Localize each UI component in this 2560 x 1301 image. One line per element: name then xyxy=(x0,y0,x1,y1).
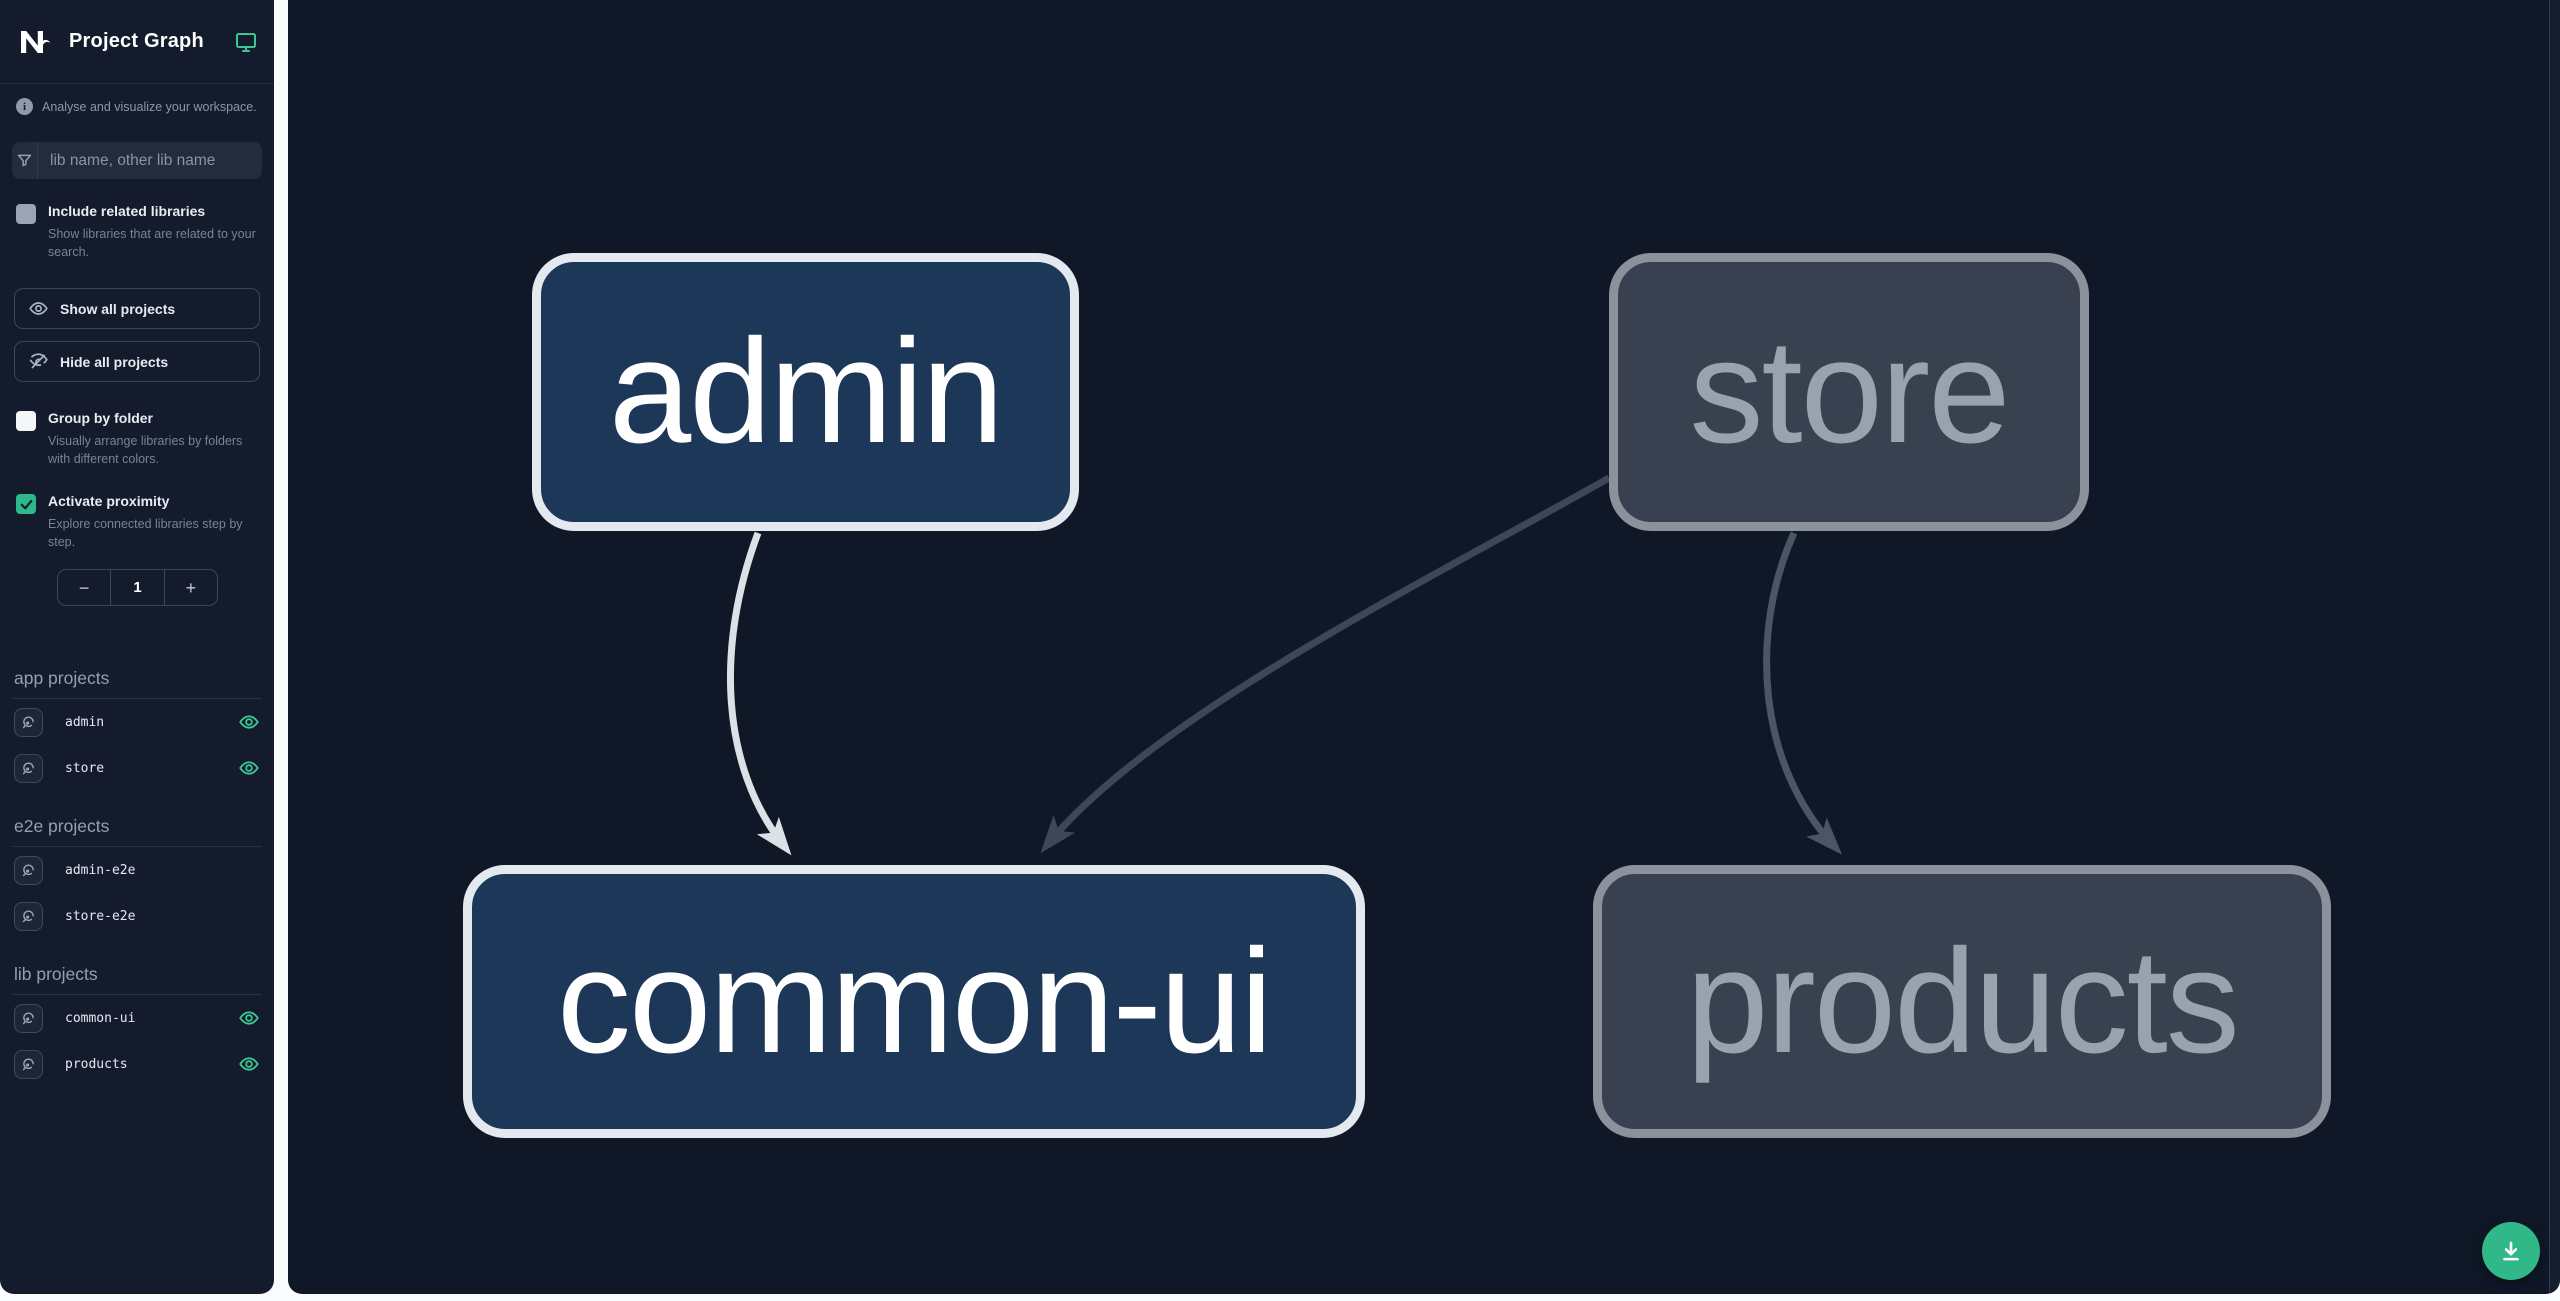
graph-node-label: store xyxy=(1689,309,2010,474)
checkbox-label: Group by folder xyxy=(48,410,153,426)
graph-edges xyxy=(726,474,1843,856)
group-by-folder-checkbox[interactable]: Group by folder Visually arrange librari… xyxy=(0,410,274,469)
project-section: app projects admin store xyxy=(12,668,262,791)
project-row-admin-e2e: admin-e2e xyxy=(12,847,262,893)
show-all-projects-button[interactable]: Show all projects xyxy=(14,288,260,329)
graph-node-products[interactable]: products xyxy=(1593,865,2331,1138)
project-section-header: lib projects xyxy=(12,964,262,995)
sidebar-header: Project Graph xyxy=(0,0,274,84)
project-name: products xyxy=(65,1056,128,1072)
include-related-checkbox[interactable]: Include related libraries Show libraries… xyxy=(0,203,274,262)
checkbox-checked[interactable] xyxy=(16,494,36,514)
project-name: admin xyxy=(65,714,105,730)
proximity-stepper: − 1 + xyxy=(57,569,218,606)
eye-icon[interactable] xyxy=(238,711,260,733)
download-graph-button[interactable] xyxy=(2482,1222,2540,1280)
tagline-text: Analyse and visualize your workspace. xyxy=(42,99,257,114)
sidebar: Project Graph i Analyse and visualize yo… xyxy=(0,0,274,1294)
focus-project-button[interactable] xyxy=(14,753,43,783)
filter-input[interactable] xyxy=(38,142,262,179)
sidebar-buttons: Show all projects Hide all projects xyxy=(0,288,274,382)
focus-project-button[interactable] xyxy=(14,901,43,931)
project-section: lib projects common-ui products xyxy=(12,964,262,1087)
project-row-store-e2e: store-e2e xyxy=(12,893,262,939)
project-name: common-ui xyxy=(65,1010,136,1026)
eye-icon[interactable] xyxy=(238,1053,260,1075)
project-name: store-e2e xyxy=(65,908,136,924)
project-section-header: e2e projects xyxy=(12,816,262,847)
button-label: Show all projects xyxy=(60,300,176,317)
eye-icon[interactable] xyxy=(238,757,260,779)
button-label: Hide all projects xyxy=(60,353,169,370)
download-icon xyxy=(2498,1238,2524,1264)
project-name: store xyxy=(65,760,105,776)
activate-proximity-checkbox[interactable]: Activate proximity Explore connected lib… xyxy=(0,493,274,552)
edge-store-to-common-ui[interactable] xyxy=(1040,474,1611,854)
eye-icon[interactable] xyxy=(238,1007,260,1029)
graph-node-store[interactable]: store xyxy=(1609,253,2089,531)
checkbox-description: Explore connected libraries step by step… xyxy=(48,516,243,550)
project-row-products: products xyxy=(12,1041,262,1087)
graph-node-common-ui[interactable]: common-ui xyxy=(463,865,1365,1138)
checkbox-unchecked[interactable] xyxy=(16,411,36,431)
info-icon: i xyxy=(16,98,33,115)
hide-all-projects-button[interactable]: Hide all projects xyxy=(14,341,260,382)
focus-project-button[interactable] xyxy=(14,1003,43,1033)
funnel-icon xyxy=(12,142,38,179)
graph-node-label: products xyxy=(1686,918,2240,1084)
focus-project-button[interactable] xyxy=(14,707,43,737)
nx-logo-icon xyxy=(16,22,56,62)
project-row-store: store xyxy=(12,745,262,791)
scrollbar-track[interactable] xyxy=(2549,0,2560,1294)
edge-store-to-products[interactable] xyxy=(1763,531,1843,855)
app-title: Project Graph xyxy=(69,30,204,52)
checkbox-description: Visually arrange libraries by folders wi… xyxy=(48,433,243,467)
project-row-common-ui: common-ui xyxy=(12,995,262,1041)
graph-node-label: common-ui xyxy=(557,918,1273,1084)
project-section: e2e projects admin-e2e store-e2e xyxy=(12,816,262,939)
filter-box xyxy=(12,142,262,179)
graph-node-admin[interactable]: admin xyxy=(532,253,1079,531)
graph-node-label: admin xyxy=(608,309,1004,474)
focus-project-button[interactable] xyxy=(14,855,43,885)
graph-canvas[interactable]: admin store common-ui products xyxy=(288,0,2560,1294)
project-row-admin: admin xyxy=(12,699,262,745)
eye-off-icon xyxy=(28,351,49,372)
project-name: admin-e2e xyxy=(65,862,136,878)
checkbox-label: Activate proximity xyxy=(48,493,170,509)
checkbox-description: Show libraries that are related to your … xyxy=(48,226,256,260)
eye-icon xyxy=(28,298,49,319)
proximity-value: 1 xyxy=(110,570,165,605)
tagline-row: i Analyse and visualize your workspace. xyxy=(0,84,274,115)
proximity-decrement-button[interactable]: − xyxy=(58,570,110,605)
checkbox-unchecked[interactable] xyxy=(16,204,36,224)
project-section-header: app projects xyxy=(12,668,262,699)
project-sections: app projects admin store e2e projects admin-… xyxy=(0,668,274,1112)
checkbox-label: Include related libraries xyxy=(48,203,206,219)
focus-project-button[interactable] xyxy=(14,1049,43,1079)
monitor-icon[interactable] xyxy=(234,30,258,54)
edge-admin-to-common-ui[interactable] xyxy=(726,531,792,856)
proximity-increment-button[interactable]: + xyxy=(165,570,217,605)
